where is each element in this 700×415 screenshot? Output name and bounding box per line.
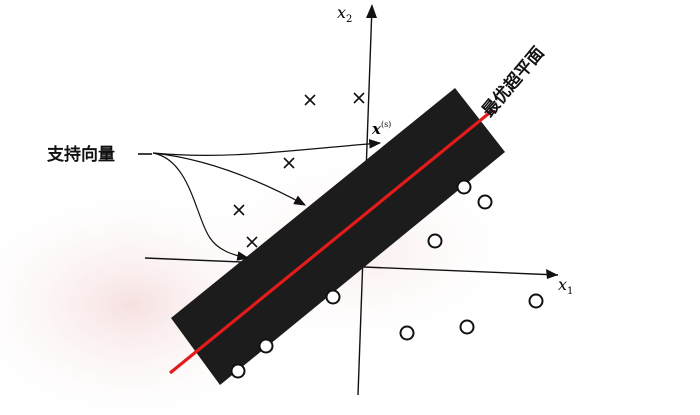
support-arrow-to-low	[152, 152, 250, 261]
cross-marker	[283, 157, 295, 169]
circle-marker	[399, 325, 415, 341]
circle-marker	[456, 179, 472, 195]
xs-label: x(s)	[371, 120, 391, 138]
cross-markers	[233, 92, 365, 248]
optimal-hyperplane-line	[168, 108, 495, 375]
cross-marker	[304, 94, 316, 106]
support-vectors-label: 支持向量	[47, 144, 115, 165]
circle-marker	[459, 319, 475, 335]
support-arrow-to-mid	[152, 152, 307, 206]
optimal-hyperplane-label: 最优超平面	[478, 43, 549, 122]
x2-axis-label: x2	[337, 3, 352, 25]
circle-marker	[230, 363, 246, 379]
support-arrow-to-xs	[152, 139, 382, 156]
circle-marker	[258, 338, 274, 354]
cross-marker	[233, 204, 245, 216]
circle-markers	[230, 179, 544, 379]
cross-marker	[353, 92, 365, 104]
circle-marker	[325, 289, 341, 305]
cross-marker	[246, 236, 258, 248]
circle-marker	[528, 293, 544, 309]
x2-axis-arrow	[366, 4, 377, 18]
circle-marker	[427, 233, 443, 249]
circle-marker	[477, 194, 493, 210]
x1-axis-label: x1	[558, 275, 573, 297]
x1-axis-arrow	[546, 269, 558, 279]
